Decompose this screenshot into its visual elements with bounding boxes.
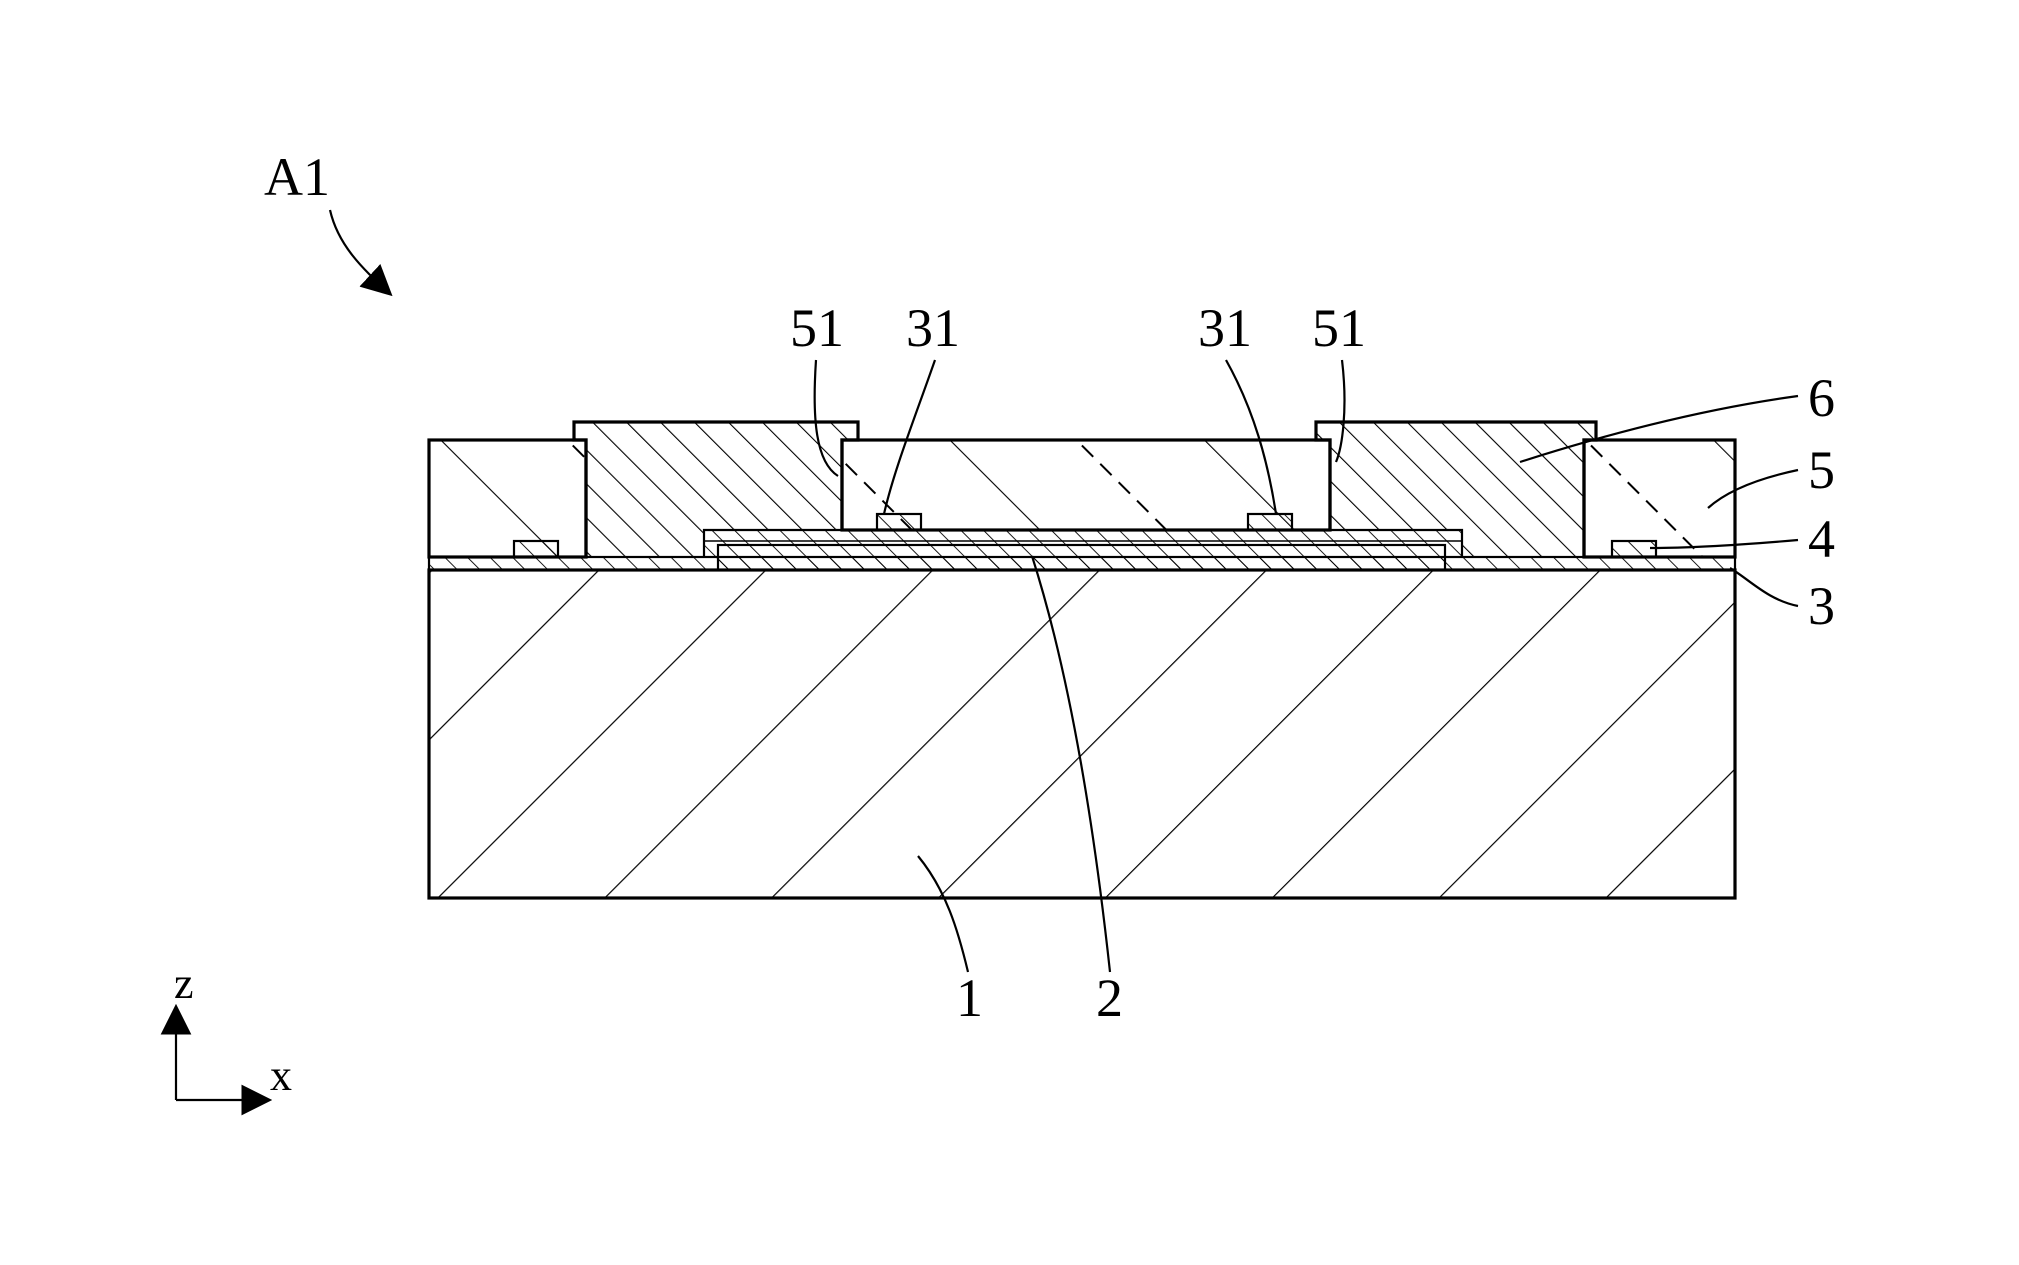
axis-z-label: z	[174, 959, 194, 1008]
label-6: 6	[1808, 368, 1835, 428]
axis-x-label: x	[270, 1051, 292, 1100]
assembly-arrow	[330, 210, 388, 292]
label-31-right: 31	[1198, 298, 1252, 358]
label-2: 2	[1096, 968, 1123, 1028]
coordinate-axes: z x	[174, 959, 292, 1100]
label-5: 5	[1808, 440, 1835, 500]
label-4: 4	[1808, 509, 1835, 569]
label-1: 1	[956, 968, 983, 1028]
label-51-right: 51	[1312, 298, 1366, 358]
label-31-left: 31	[906, 298, 960, 358]
layer-2	[718, 545, 1445, 570]
substrate	[429, 570, 1735, 898]
label-51-left: 51	[790, 298, 844, 358]
label-3: 3	[1808, 576, 1835, 636]
assembly-label: A1	[264, 147, 330, 207]
